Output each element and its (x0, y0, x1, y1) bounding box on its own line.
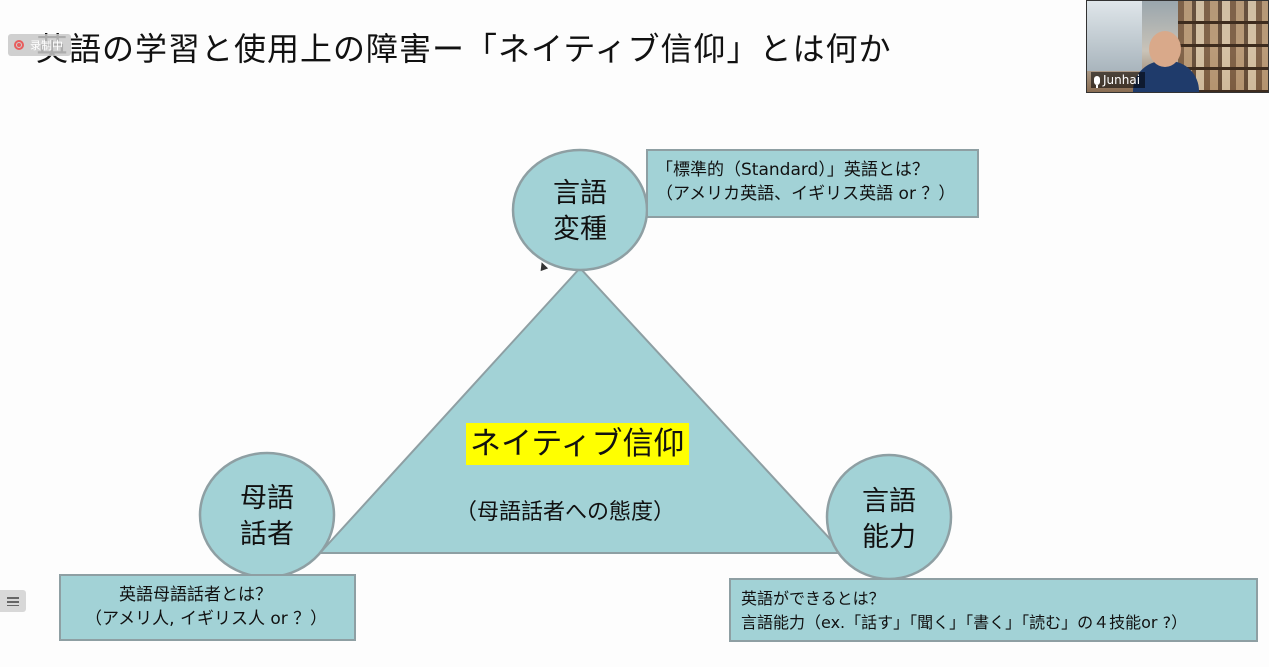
participant-name-tag: Junhai (1091, 72, 1146, 88)
center-label: ネイティブ信仰 (466, 423, 689, 465)
node-right-line1: 言語 (862, 486, 916, 517)
participant-head (1149, 31, 1181, 67)
callout-right: 英語ができるとは？ 言語能力（ex.「話す」「聞く」「書く」「読む」の４技能or… (729, 578, 1258, 642)
menu-lines-icon (7, 596, 19, 606)
callout-left-line2: （アメリ人, イギリス人 or ？） (85, 609, 328, 629)
node-right-line2: 能力 (862, 522, 916, 553)
center-triangle (317, 266, 846, 554)
slide-title: 英語の学習と使用上の障害ー「ネイティブ信仰」とは何か (36, 30, 892, 68)
node-top-line1: 言語 (553, 178, 607, 209)
node-left-line2: 話者 (240, 519, 294, 550)
participant-name: Junhai (1103, 73, 1141, 87)
record-icon (14, 40, 24, 50)
center-sub-label: （母語話者への態度） (455, 500, 676, 525)
node-right-label: 言語 能力 (855, 484, 923, 556)
callout-right-line1: 英語ができるとは？ (741, 589, 885, 608)
callout-top: 「標準的（Standard）」英語とは？ （アメリカ英語、イギリス英語 or ？… (646, 149, 979, 218)
callout-top-line2: （アメリカ英語、イギリス英語 or ？） (656, 184, 956, 204)
callout-left-line1: 英語母語話者とは？ (119, 585, 272, 605)
node-left-line1: 母語 (240, 483, 294, 514)
node-top-line2: 変種 (553, 214, 607, 245)
video-background-window (1087, 1, 1142, 71)
recording-label: 录制中 (30, 39, 63, 52)
callout-top-line1: 「標準的（Standard）」英語とは？ (656, 160, 929, 180)
node-left-label: 母語 話者 (233, 481, 301, 553)
callout-right-line2: 言語能力（ex.「話す」「聞く」「書く」「読む」の４技能or ?） (741, 613, 1188, 632)
recording-indicator[interactable]: 录制中 (8, 34, 71, 56)
node-top-label: 言語 変種 (546, 176, 614, 248)
callout-left: 英語母語話者とは？ （アメリ人, イギリス人 or ？） (59, 574, 356, 641)
microphone-icon (1094, 75, 1100, 88)
participant-video[interactable]: Junhai (1086, 0, 1269, 93)
side-panel-toggle[interactable] (0, 590, 26, 612)
